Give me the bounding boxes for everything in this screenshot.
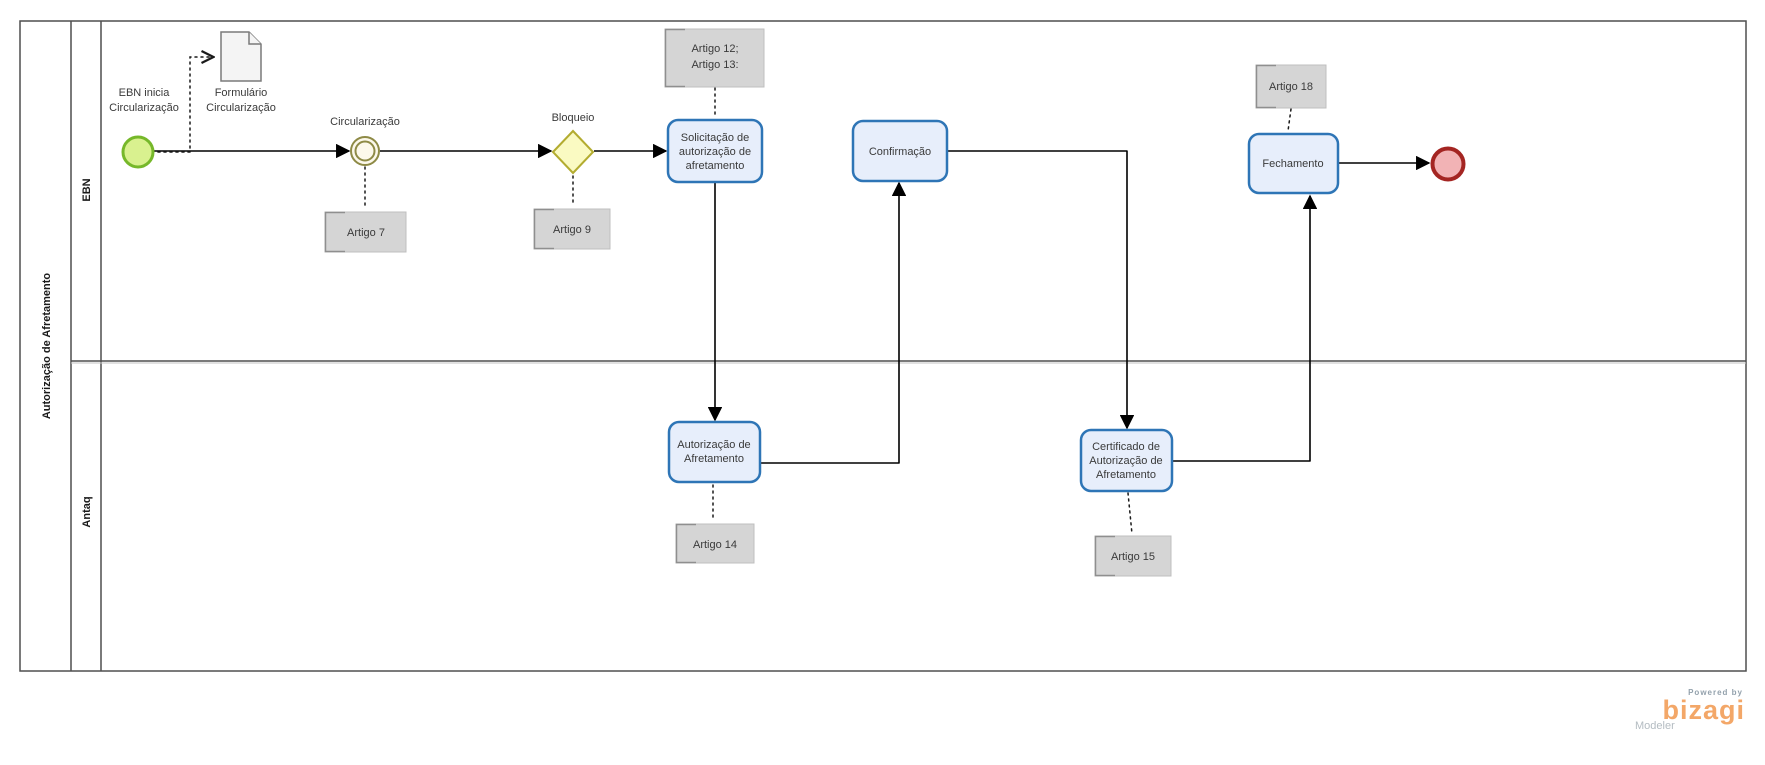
document-label-line1: Formulário — [215, 87, 268, 99]
intermediate-event-inner-circle — [354, 140, 376, 162]
task-confirmacao[interactable]: Confirmação — [851, 119, 949, 183]
lane-label-antaq: Antaq — [81, 496, 93, 527]
task-label-line1: Confirmação — [869, 146, 931, 158]
annotation-text-line1: Artigo 12; — [691, 43, 738, 55]
annotation-bracket — [664, 28, 685, 88]
annotation-text: Artigo 9 — [553, 224, 591, 236]
pool-border — [19, 20, 1747, 672]
annotation-bracket — [1255, 64, 1276, 109]
task-shape[interactable] — [1079, 428, 1174, 493]
flow-confirmacao-to-certificado — [948, 150, 1135, 430]
annotation-box[interactable] — [664, 28, 765, 88]
task-autorizacao-de-afretamento[interactable]: Autorização de Afretamento — [667, 420, 762, 484]
annotation-bracket — [1094, 535, 1115, 577]
document-fold — [248, 32, 261, 45]
annotation-text: Artigo 7 — [347, 227, 385, 239]
modeler-text: Modeler — [1635, 720, 1675, 732]
task-label-line2: Afretamento — [684, 453, 744, 465]
task-label-line1: Autorização de — [677, 439, 750, 451]
task-shape[interactable] — [666, 118, 764, 184]
annotation-artigo18[interactable]: Artigo 18 — [1255, 64, 1327, 109]
gateway-label: Bloqueio — [552, 112, 595, 124]
task-label-line3: Afretamento — [1096, 469, 1156, 481]
start-event-ebn-inicia-circularizacao[interactable]: EBN inicia Circularização — [109, 87, 179, 169]
lane-label-ebn: EBN — [81, 178, 93, 201]
annotation-artigo14[interactable]: Artigo 14 — [675, 523, 755, 564]
start-event-label-line1: EBN inicia — [119, 87, 171, 99]
assoc-start-to-document — [157, 57, 212, 153]
end-event[interactable] — [1430, 146, 1466, 182]
task-label-line1: Solicitação de — [681, 132, 750, 144]
annotation-box[interactable] — [533, 208, 611, 250]
flow-autorizacao-to-confirmacao — [761, 181, 907, 464]
associations — [157, 57, 1292, 535]
annotation-text: Artigo 14 — [693, 539, 737, 551]
annotation-artigo7[interactable]: Artigo 7 — [324, 211, 407, 253]
task-label-line2: autorização de — [679, 146, 751, 158]
start-event-label-line2: Circularização — [109, 102, 179, 114]
document-formulario-circularizacao[interactable]: Formulário Circularização — [206, 31, 276, 114]
intermediate-event-label: Circularização — [330, 116, 400, 128]
assoc-artigo18-to-fechamento — [1287, 108, 1292, 132]
annotation-box[interactable] — [1255, 64, 1327, 109]
annotation-artigo9[interactable]: Artigo 9 — [533, 208, 611, 250]
task-fechamento[interactable]: Fechamento — [1247, 132, 1340, 195]
annotation-text: Artigo 18 — [1269, 81, 1313, 93]
flow-certificado-to-fechamento — [1173, 194, 1318, 462]
pool-title: Autorização de Afretamento — [41, 273, 53, 420]
annotation-text-line2: Artigo 13: — [691, 59, 738, 71]
annotation-artigo12-13[interactable]: Artigo 12; Artigo 13: — [664, 28, 765, 88]
start-event-circle[interactable] — [121, 135, 155, 169]
annotation-artigo15[interactable]: Artigo 15 — [1094, 535, 1172, 577]
task-label-line3: afretamento — [686, 160, 745, 172]
task-solicitacao-de-autorizacao-de-afretamento[interactable]: Solicitação de autorização de afretament… — [666, 118, 764, 184]
annotation-box[interactable] — [675, 523, 755, 564]
intermediate-event-circularizacao[interactable]: Circularização — [330, 116, 400, 166]
gateway-bloqueio[interactable]: Bloqueio — [551, 112, 595, 175]
end-event-circle[interactable] — [1430, 146, 1466, 182]
task-shape[interactable] — [851, 119, 949, 183]
bizagi-logo: Powered by bizagi Modeler — [1635, 688, 1745, 732]
task-shape[interactable] — [1247, 132, 1340, 195]
sequence-flows — [154, 143, 1431, 464]
annotation-text: Artigo 15 — [1111, 551, 1155, 563]
annotation-bracket — [533, 208, 554, 250]
annotation-bracket — [675, 523, 696, 564]
task-label-line2: Autorização de — [1089, 455, 1162, 467]
gateway-diamond[interactable] — [551, 129, 595, 175]
pool-autorizacao-de-afretamento[interactable]: Autorização de Afretamento EBN Antaq — [19, 20, 1747, 672]
bizagi-wordmark: bizagi — [1662, 695, 1745, 725]
task-label-line1: Fechamento — [1262, 158, 1323, 170]
powered-by-text: Powered by — [1688, 688, 1743, 697]
assoc-certificado-to-artigo15 — [1127, 492, 1133, 535]
annotation-bracket — [324, 211, 345, 253]
task-shape[interactable] — [667, 420, 762, 484]
task-label-line1: Certificado de — [1092, 441, 1160, 453]
task-certificado-de-autorizacao-de-afretamento[interactable]: Certificado de Autorização de Afretament… — [1079, 428, 1174, 493]
annotation-box[interactable] — [1094, 535, 1172, 577]
annotation-box[interactable] — [324, 211, 407, 253]
document-label-line2: Circularização — [206, 102, 276, 114]
